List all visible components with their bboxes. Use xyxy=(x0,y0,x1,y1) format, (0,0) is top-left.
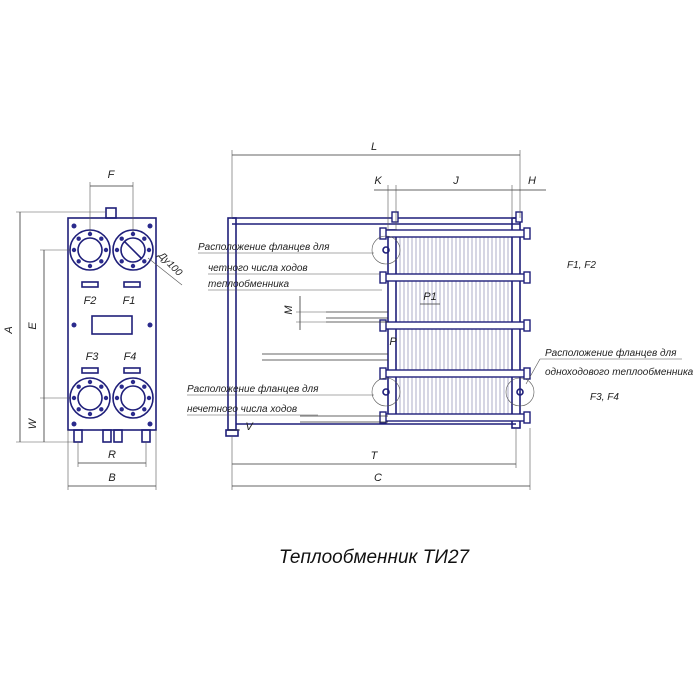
foot-left xyxy=(73,429,83,443)
flange-bolt xyxy=(103,247,109,253)
flange-detail-odd xyxy=(371,377,401,407)
flange-bolt xyxy=(87,231,93,237)
flange-bolt xyxy=(119,236,124,241)
flange-bolt xyxy=(130,379,136,385)
flange-bolt xyxy=(87,263,93,269)
front-view: F2 F1 F3 F4 Ду100 F A E W R B xyxy=(3,169,184,490)
foot-mid-left xyxy=(102,429,112,443)
flange-bolt xyxy=(114,395,120,401)
dim-p-label: P xyxy=(389,336,397,348)
flange-bolt xyxy=(99,407,104,412)
flange-detail-circles xyxy=(371,235,535,407)
flange-bolt xyxy=(119,259,124,264)
note-odd-passes: Расположение фланцев для нечетного числа… xyxy=(187,383,374,416)
nameplate xyxy=(91,315,133,335)
flange-bolt xyxy=(119,384,124,389)
flange-bolt xyxy=(76,259,81,264)
top-nozzle xyxy=(105,207,117,219)
du-leader xyxy=(147,257,183,286)
dim-t-label: T xyxy=(371,450,379,462)
dim-l-label: L xyxy=(371,141,377,153)
dim-a-label: A xyxy=(3,326,15,334)
flange-bolt xyxy=(142,236,147,241)
flange-bolt xyxy=(71,395,77,401)
frame-plate xyxy=(67,217,157,431)
flange-bolt xyxy=(146,247,152,253)
dim-m-label: M xyxy=(283,305,295,315)
port-label-f1: F1 xyxy=(123,295,136,307)
flange-bolt xyxy=(87,379,93,385)
note-single-pass: Расположение фланцев для одноходового те… xyxy=(525,347,694,403)
dim-p1-label: P1 xyxy=(423,291,436,303)
dim-r-label: R xyxy=(108,449,116,461)
flange-bolts xyxy=(71,231,152,417)
flange-bolt xyxy=(103,395,109,401)
flange-bolt xyxy=(99,384,104,389)
flange-bolt xyxy=(130,263,136,269)
du-label: Ду100 xyxy=(155,250,184,279)
drawing-caption: Теплообменник ТИ27 xyxy=(279,547,471,568)
flange-bolt xyxy=(142,259,147,264)
svg-text:Расположение фланцев для: Расположение фланцев для xyxy=(187,383,319,395)
port-label-f2: F2 xyxy=(84,295,97,307)
flange-bolt xyxy=(76,407,81,412)
svg-text:четного числа ходов: четного числа ходов xyxy=(208,263,308,274)
note-even-passes: Расположение фланцев для четного числа х… xyxy=(198,241,382,291)
svg-text:Расположение фланцев для: Расположение фланцев для xyxy=(545,347,677,359)
dim-v-label: V xyxy=(245,421,254,433)
svg-text:F3, F4: F3, F4 xyxy=(590,392,619,403)
port-label-f4: F4 xyxy=(124,351,137,363)
foot-right xyxy=(141,429,151,443)
flange-f4 xyxy=(112,377,154,419)
flange-bolt xyxy=(99,236,104,241)
dim-c-label: C xyxy=(374,472,382,484)
flange-bolt xyxy=(76,384,81,389)
flange-bolt xyxy=(119,407,124,412)
flange-bolt xyxy=(142,384,147,389)
side-view: Расположение фланцев для четного числа х… xyxy=(187,141,694,490)
flange-bolt xyxy=(76,236,81,241)
slot xyxy=(123,367,141,374)
flange-bolt xyxy=(87,411,93,417)
port-label-f3: F3 xyxy=(86,351,100,363)
flange-bolt xyxy=(130,231,136,237)
flange-bolt xyxy=(99,259,104,264)
frame-bolts xyxy=(71,223,153,427)
svg-text:Расположение фланцев для: Расположение фланцев для xyxy=(198,241,330,253)
ports-top-label: F1, F2 xyxy=(567,260,596,271)
flange-bolt xyxy=(71,247,77,253)
dim-w-label: W xyxy=(27,417,39,429)
slot xyxy=(81,281,99,288)
bolt-heads xyxy=(379,211,531,424)
flange-bolt xyxy=(146,395,152,401)
dim-j-label: J xyxy=(452,175,459,187)
flange-bolt xyxy=(114,247,120,253)
dim-b-label: B xyxy=(108,472,115,484)
dim-h-label: H xyxy=(528,175,536,187)
dim-e-label: E xyxy=(27,322,39,330)
dim-k-label: K xyxy=(374,175,382,187)
svg-text:одноходового теплообменника: одноходового теплообменника xyxy=(545,366,694,378)
slot xyxy=(81,367,99,374)
flange-detail-single xyxy=(505,377,535,407)
slot xyxy=(123,281,141,288)
dim-f-label: F xyxy=(108,169,116,181)
flange-bolt xyxy=(142,407,147,412)
nozzle-pipes xyxy=(262,311,388,423)
flange-detail-even xyxy=(371,235,401,265)
svg-text:теплообменника: теплообменника xyxy=(208,278,289,290)
foot-mid-right xyxy=(113,429,123,443)
svg-text:нечетного числа ходов: нечетного числа ходов xyxy=(187,404,297,415)
flange-bolt xyxy=(130,411,136,417)
